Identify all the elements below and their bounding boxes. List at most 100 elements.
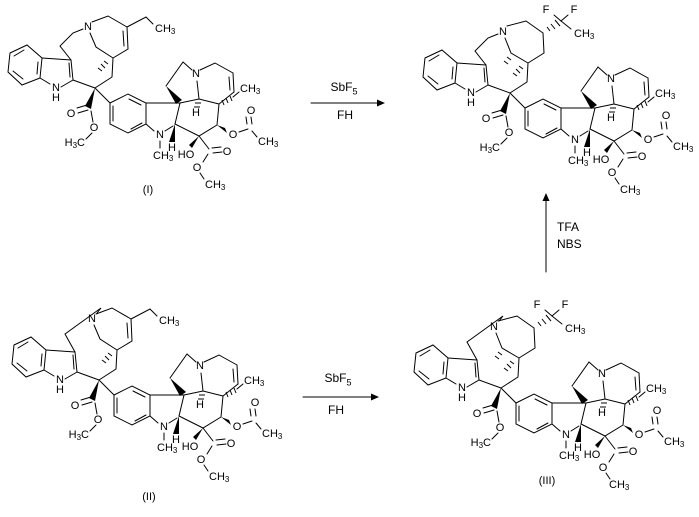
atom-label: N	[598, 368, 606, 380]
molecule-product-bonds	[422, 14, 673, 185]
caption-II: (II)	[142, 491, 156, 503]
atom-label: CH3	[609, 479, 630, 492]
atom-label: CH3	[574, 28, 595, 41]
vertical-arrow-reagent-2: NBS	[557, 237, 582, 251]
atom-label: O	[90, 122, 99, 134]
atom-label: H	[607, 112, 615, 124]
atom-label: O	[227, 438, 236, 450]
atom-label: H	[172, 434, 180, 446]
atom-label: O	[197, 454, 206, 466]
atom-label: CH3	[155, 23, 176, 36]
atom-label: CH3	[673, 141, 694, 154]
atom-label: F	[534, 299, 541, 311]
atom-label: N	[499, 26, 507, 38]
atom-label: O	[635, 429, 644, 441]
atom-label: O	[67, 108, 76, 120]
atom-label: H3C	[471, 437, 491, 450]
vertical-arrow-reagent-1: TFA	[557, 220, 580, 234]
atom-label: N	[571, 134, 579, 146]
atom-label: N	[196, 360, 204, 372]
atom-label: N	[52, 82, 60, 94]
atom-label: N	[562, 429, 570, 441]
vertical-reaction-arrow	[542, 193, 550, 273]
atom-label: N	[467, 87, 475, 99]
atom-label: N	[458, 382, 466, 394]
atom-label: O	[662, 110, 671, 122]
atom-label: H	[56, 384, 64, 396]
atom-label: H	[574, 442, 582, 454]
caption-I: (I)	[142, 184, 154, 196]
atom-label: H3C	[65, 137, 85, 150]
atom-label: O	[233, 421, 242, 433]
atom-label: HO	[182, 441, 199, 453]
atom-label: O	[94, 414, 103, 426]
atom-label: CH3	[157, 442, 178, 455]
atom-label: O	[608, 167, 617, 179]
atom-label: N	[490, 321, 498, 333]
molecule-I-bonds	[7, 15, 258, 180]
molecule-II-bonds	[11, 307, 262, 472]
atom-label: H	[467, 97, 475, 109]
atom-label: O	[251, 397, 260, 409]
atom-label: N	[607, 73, 615, 85]
atom-label: CH3	[153, 150, 174, 163]
atom-label: CH3	[655, 88, 676, 101]
atom-label: CH3	[159, 315, 180, 328]
atom-label: O	[473, 408, 482, 420]
atom-label: CH3	[559, 450, 580, 463]
atom-label: H	[458, 392, 466, 404]
atom-label: CH3	[565, 323, 586, 336]
atom-label: F	[571, 4, 578, 16]
atom-label: F	[562, 299, 569, 311]
bottom-reaction-arrow	[302, 393, 379, 401]
atom-label: N	[160, 421, 168, 433]
atom-label: CH3	[262, 428, 283, 441]
atom-label: N	[192, 68, 200, 80]
atom-label: H3C	[69, 429, 89, 442]
atom-label: N	[84, 21, 92, 33]
atom-label: O	[71, 400, 80, 412]
atom-label: CH3	[240, 83, 261, 96]
atom-label: CH3	[620, 184, 641, 197]
atom-label: H	[583, 147, 591, 159]
atom-label: H	[196, 399, 204, 411]
atom-label: H	[52, 92, 60, 104]
atom-label: HO	[178, 149, 195, 161]
atom-label: F	[543, 4, 550, 16]
atom-label: H3C	[480, 142, 500, 155]
atom-label: CH3	[244, 375, 265, 388]
atom-label: O	[638, 151, 647, 163]
molecule-III-bonds	[413, 309, 664, 480]
atom-label: O	[496, 422, 505, 434]
bottom-arrow-reagent-above: SbF5	[324, 371, 352, 388]
atom-label: O	[505, 127, 514, 139]
atom-label: H	[192, 107, 200, 119]
atom-label: O	[229, 129, 238, 141]
top-arrow-reagent-above: SbF5	[330, 80, 358, 97]
atom-label: O	[482, 113, 491, 125]
atom-label: CH3	[664, 436, 685, 449]
top-reaction-arrow	[310, 99, 385, 107]
atom-label: O	[193, 162, 202, 174]
atom-label: CH3	[258, 136, 279, 149]
atom-label: O	[629, 446, 638, 458]
atom-label: CH3	[568, 155, 589, 168]
atom-label: CH3	[646, 383, 667, 396]
atom-label: H	[168, 142, 176, 154]
atom-label: HO	[593, 154, 610, 166]
atom-label: CH3	[209, 471, 230, 484]
top-arrow-reagent-below: FH	[337, 108, 353, 122]
atom-label: O	[223, 146, 232, 158]
atom-label: N	[56, 374, 64, 386]
atom-label: H	[598, 407, 606, 419]
atom-label: O	[653, 405, 662, 417]
atom-label: N	[88, 313, 96, 325]
bottom-arrow-reagent-below: FH	[328, 403, 344, 417]
caption-III: (III)	[538, 475, 556, 487]
